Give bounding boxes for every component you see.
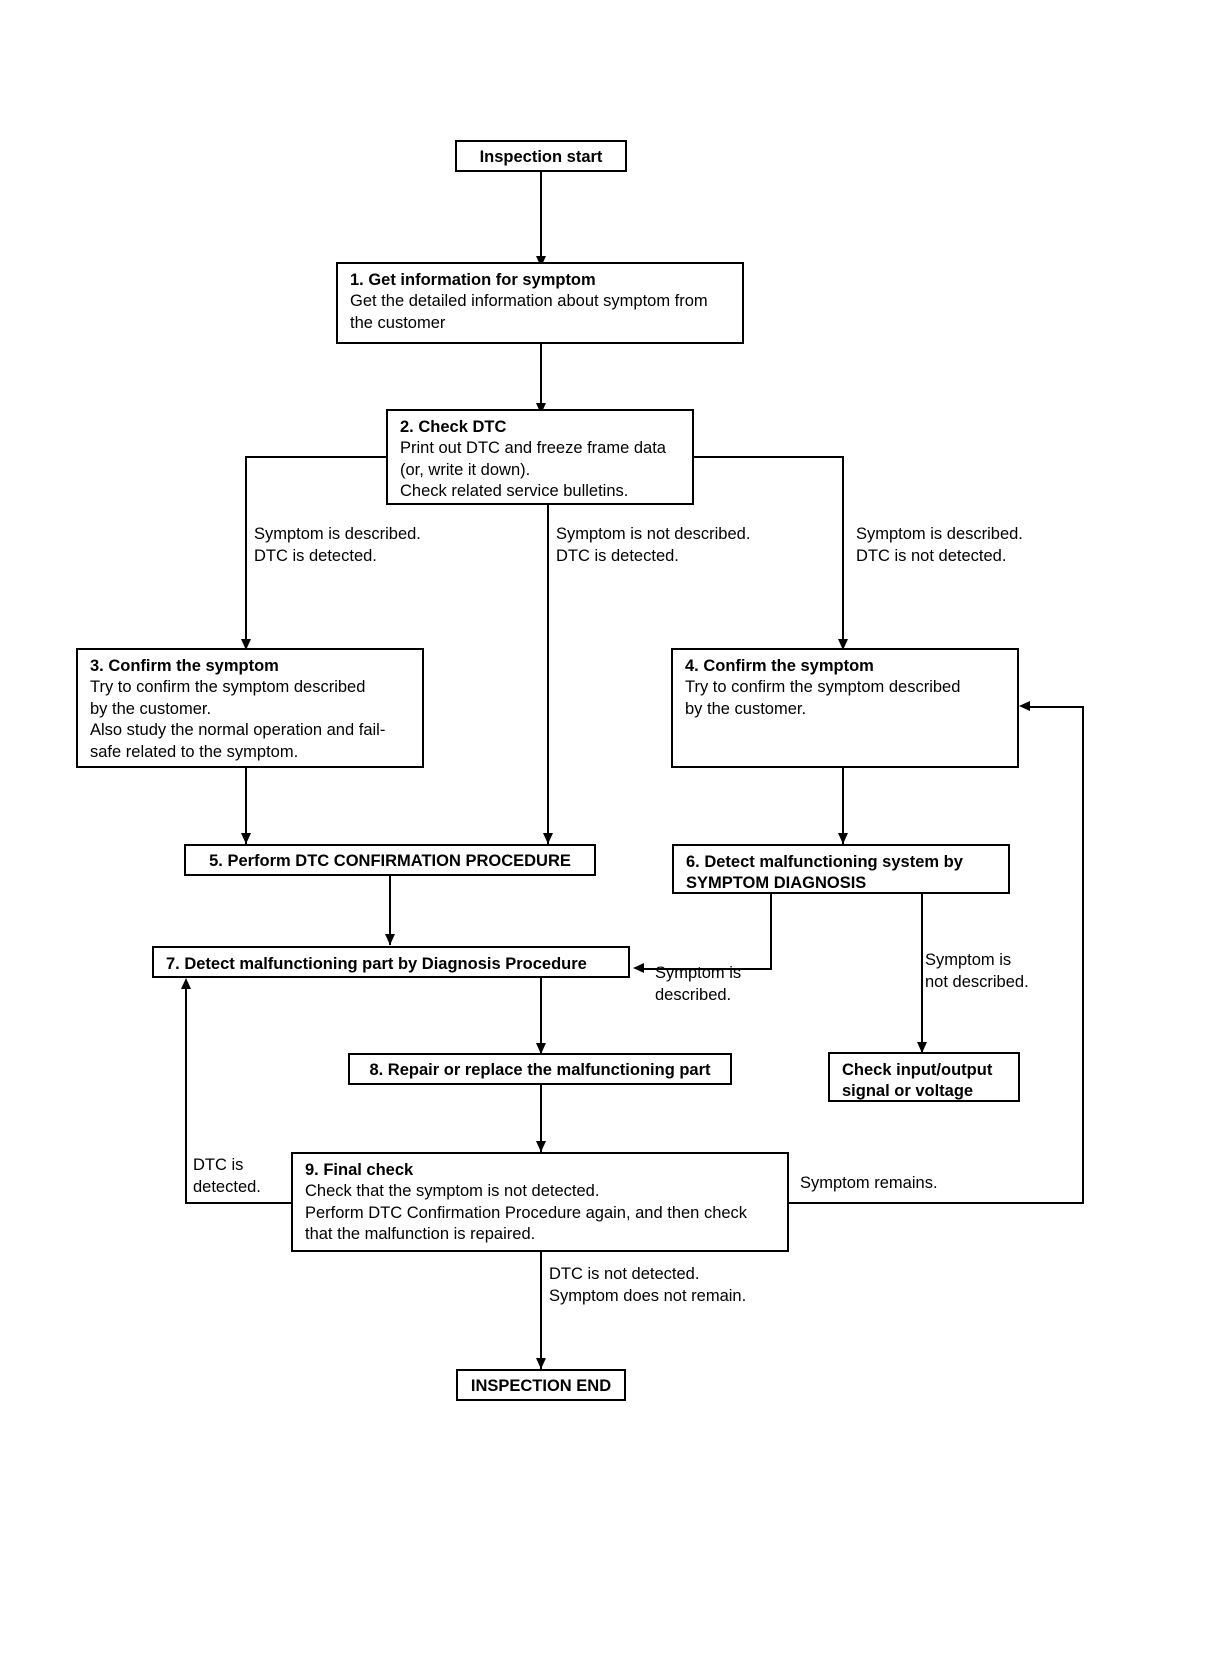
edge-step2-right-bus: [692, 456, 844, 458]
node-step9-line3: that the malfunction is repaired.: [305, 1225, 536, 1244]
node-inspection-start-label: Inspection start: [479, 148, 603, 166]
label-final-ok-line2: Symptom does not remain.: [549, 1286, 747, 1305]
label-symptom-remains: Symptom remains.: [800, 1173, 938, 1195]
edge-step9-feedback-left: [185, 1202, 293, 1204]
edge-step5-to-step7: [389, 876, 391, 945]
node-step1: 1. Get information for symptom Get the d…: [336, 262, 744, 344]
label-symptom-not-described-line1: Symptom is: [925, 951, 1012, 969]
node-step4-line2: by the customer.: [685, 699, 807, 718]
arrow-step8-to-step9: [536, 1141, 546, 1152]
node-step3-title: 3. Confirm the symptom: [90, 657, 279, 675]
label-symptom-described: Symptom is described.: [655, 963, 741, 1007]
edge-start-to-step1: [540, 172, 542, 259]
arrow-step5-to-step7: [385, 934, 395, 945]
node-step6: 6. Detect malfunctioning system by SYMPT…: [672, 844, 1010, 894]
node-step9-title: 9. Final check: [305, 1161, 414, 1179]
label-middle-branch-line2: DTC is detected.: [556, 546, 679, 565]
arrow-step6-to-checkio: [917, 1042, 927, 1053]
edge-step2-middle-down: [547, 505, 549, 844]
arrow-step2-to-step3: [241, 639, 251, 650]
node-check-io: Check input/output signal or voltage: [828, 1052, 1020, 1102]
edge-step9-remains-to-step4: [1030, 706, 1084, 708]
node-step2-line2: (or, write it down).: [400, 460, 531, 479]
node-step2-line1: Print out DTC and freeze frame data: [400, 439, 666, 458]
arrow-step4-to-step6: [838, 833, 848, 844]
node-step2: 2. Check DTC Print out DTC and freeze fr…: [386, 409, 694, 505]
arrow-step7-to-step8: [536, 1043, 546, 1054]
node-check-io-line1: signal or voltage: [842, 1082, 974, 1101]
node-step3-line2: by the customer.: [90, 699, 212, 718]
label-middle-branch-line1: Symptom is not described.: [556, 525, 751, 543]
edge-step7-to-step8: [540, 978, 542, 1054]
node-check-io-title: Check input/output: [842, 1061, 993, 1079]
edge-step2-left-down: [245, 456, 247, 650]
node-step6-line1: SYMPTOM DIAGNOSIS: [686, 874, 867, 893]
node-step5: 5. Perform DTC CONFIRMATION PROCEDURE: [184, 844, 596, 876]
node-inspection-end-label: INSPECTION END: [470, 1377, 612, 1395]
node-step3: 3. Confirm the symptom Try to confirm th…: [76, 648, 424, 768]
edge-step8-to-step9: [540, 1085, 542, 1152]
label-middle-branch: Symptom is not described. DTC is detected…: [556, 524, 750, 568]
label-final-ok: DTC is not detected. Symptom does not rem…: [549, 1264, 746, 1308]
node-step3-line4: safe related to the symptom.: [90, 742, 299, 761]
node-step7: 7. Detect malfunctioning part by Diagnos…: [152, 946, 630, 978]
edge-step6-to-checkio: [921, 894, 923, 1052]
label-right-branch-line1: Symptom is described.: [856, 525, 1023, 543]
node-inspection-start: Inspection start: [455, 140, 627, 172]
label-dtc-detected: DTC is detected.: [193, 1155, 261, 1199]
edge-step1-to-step2: [540, 344, 542, 412]
node-step9-line2: Perform DTC Confirmation Procedure again…: [305, 1203, 748, 1222]
label-right-branch: Symptom is described. DTC is not detected…: [856, 524, 1023, 568]
label-symptom-described-line1: Symptom is: [655, 964, 742, 982]
node-step8-title: 8. Repair or replace the malfunctioning …: [369, 1061, 711, 1079]
label-symptom-remains-line1: Symptom remains.: [800, 1174, 938, 1192]
node-step4-title: 4. Confirm the symptom: [685, 657, 874, 675]
edge-step9-to-end: [540, 1252, 542, 1369]
arrow-step9-remains-to-step4: [1019, 701, 1030, 711]
edge-step2-right-down: [842, 456, 844, 650]
label-symptom-not-described-line2: not described.: [925, 972, 1029, 991]
label-dtc-detected-line2: detected.: [193, 1177, 261, 1196]
arrow-start-to-step1: [536, 256, 546, 267]
label-symptom-not-described: Symptom is not described.: [925, 950, 1029, 994]
node-step4-line1: Try to confirm the symptom described: [685, 678, 961, 697]
label-left-branch-line1: Symptom is described.: [254, 525, 421, 543]
label-right-branch-line2: DTC is not detected.: [856, 546, 1007, 565]
node-step5-title: 5. Perform DTC CONFIRMATION PROCEDURE: [209, 852, 571, 870]
arrow-step2-to-step4: [838, 639, 848, 650]
arrow-step9-to-end: [536, 1358, 546, 1369]
edge-step9-feedback-up: [185, 989, 187, 1204]
node-step2-line3: Check related service bulletins.: [400, 482, 629, 501]
node-step9: 9. Final check Check that the symptom is…: [291, 1152, 789, 1252]
arrow-step3-to-step5: [241, 833, 251, 844]
edge-step9-remains-right: [787, 1202, 1084, 1204]
label-symptom-described-line2: described.: [655, 985, 732, 1004]
node-step3-line3: Also study the normal operation and fail…: [90, 721, 386, 740]
label-left-branch-line2: DTC is detected.: [254, 546, 377, 565]
node-step8: 8. Repair or replace the malfunctioning …: [348, 1053, 732, 1085]
edge-step2-left-bus: [245, 456, 388, 458]
arrow-step2-to-step5: [543, 833, 553, 844]
node-step1-line2: the customer: [350, 313, 446, 332]
node-step1-line1: Get the detailed information about sympt…: [350, 292, 708, 311]
label-dtc-detected-line1: DTC is: [193, 1156, 244, 1174]
label-left-branch: Symptom is described. DTC is detected.: [254, 524, 421, 568]
node-step4: 4. Confirm the symptom Try to confirm th…: [671, 648, 1019, 768]
node-step2-title: 2. Check DTC: [400, 418, 507, 436]
label-final-ok-line1: DTC is not detected.: [549, 1265, 700, 1283]
edge-step6-to-step7-left: [644, 968, 772, 970]
node-step6-title: 6. Detect malfunctioning system by: [686, 853, 963, 871]
edge-step6-to-step7-down: [770, 894, 772, 970]
node-step1-title: 1. Get information for symptom: [350, 271, 596, 289]
node-step7-title: 7. Detect malfunctioning part by Diagnos…: [166, 955, 587, 973]
arrow-step1-to-step2: [536, 403, 546, 414]
edge-step9-remains-up: [1082, 706, 1084, 1204]
node-step3-line1: Try to confirm the symptom described: [90, 678, 366, 697]
edge-step4-to-step6: [842, 768, 844, 844]
node-inspection-end: INSPECTION END: [456, 1369, 626, 1401]
arrow-step6-to-step7: [633, 963, 644, 973]
arrow-step9-feedback-to-step7: [181, 978, 191, 989]
edge-step3-to-step5: [245, 768, 247, 844]
node-step9-line1: Check that the symptom is not detected.: [305, 1182, 600, 1201]
